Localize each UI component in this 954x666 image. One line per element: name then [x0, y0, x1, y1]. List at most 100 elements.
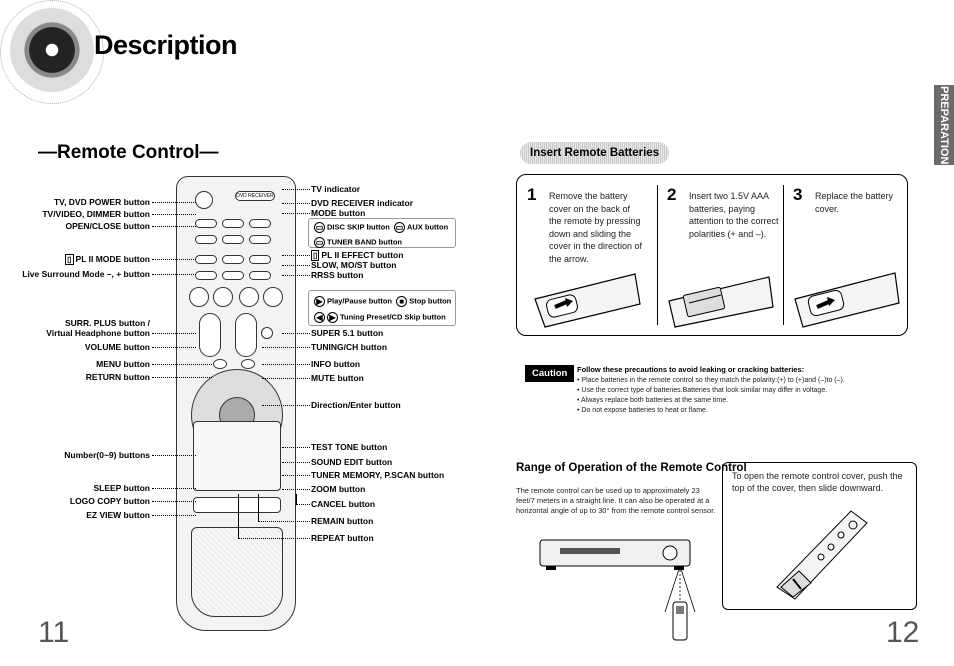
page-number-right: 12 [886, 616, 920, 649]
callout-play-pause: ▶Play/Pause button ■Stop button [314, 296, 451, 307]
callout-tuner-band: ▭TUNER BAND button [314, 237, 402, 248]
battery-insert-illustration [668, 276, 774, 328]
group-box-disc-tuner [308, 218, 456, 248]
battery-cover-remove-illustration [534, 273, 641, 328]
callout-dvd-receiver-indicator: DVD RECEIVER indicator [311, 198, 414, 208]
transport-button-1 [189, 287, 209, 307]
leader-r1 [282, 189, 310, 190]
step-divider-2 [783, 185, 784, 325]
power-button-icon [195, 191, 213, 209]
page-title: Description [94, 30, 238, 60]
leader-l7 [152, 347, 196, 348]
info-box-open-cover: To open the remote control cover, push t… [722, 462, 917, 610]
caution-item: Always replace both batteries at the sam… [577, 396, 845, 406]
remote-row-2c [249, 235, 271, 244]
callout-disc-skip-text: DISC SKIP button [327, 222, 390, 232]
logo-ring [0, 0, 104, 104]
caution-list: Place batteries in the remote control so… [577, 376, 845, 416]
step-divider-1 [657, 185, 658, 325]
callout-tuning-skip-text: Tuning Preset/CD Skip button [340, 312, 446, 322]
skip-forward-icon: ▶ [327, 312, 338, 323]
pl2-icon: ▯ [65, 254, 74, 265]
remote-row-1 [195, 219, 217, 228]
remote-row-3c [249, 255, 271, 264]
section-title: —Remote Control— [38, 142, 219, 163]
callout-cancel: CANCEL button [311, 499, 376, 509]
leader-r9 [262, 364, 310, 365]
callout-zoom: ZOOM button [311, 484, 366, 494]
leader-l5 [152, 274, 196, 275]
group-box-playback [308, 290, 456, 326]
leader-l2 [152, 214, 196, 215]
remote-row-3 [195, 255, 217, 264]
leader-r17 [258, 521, 310, 522]
leader-l3 [152, 226, 196, 227]
callout-super51: SUPER 5.1 button [311, 328, 384, 338]
remote-row-4c [249, 271, 271, 280]
step-3: 3 Replace the battery cover. [783, 175, 909, 335]
step-2-number: 2 [667, 185, 677, 204]
leader-l8 [152, 364, 212, 365]
leader-r14 [282, 475, 310, 476]
step-3-number: 3 [793, 185, 803, 204]
callout-ez-view: EZ VIEW button [86, 510, 150, 520]
info-button [241, 359, 255, 369]
leader-r4 [282, 255, 310, 256]
callout-rrss: RRSS button [311, 270, 364, 280]
range-title: Range of Operation of the Remote Control [516, 462, 747, 474]
callout-slow-most: SLOW, MO/ST button [311, 260, 397, 270]
callout-tuning-skip: ◀▶Tuning Preset/CD Skip button [314, 312, 446, 323]
callout-pl2-effect-text: PL II EFFECT button [321, 250, 404, 260]
leader-l1 [152, 202, 196, 203]
callout-info: INFO button [311, 359, 361, 369]
leader-l9 [152, 377, 212, 378]
battery-cover-replace-illustration [794, 272, 900, 328]
callout-return: RETURN button [85, 372, 150, 382]
remote-row-4 [195, 271, 217, 280]
remote-row-1c [249, 219, 271, 228]
callout-menu: MENU button [96, 359, 150, 369]
banner-insert-batteries: Insert Remote Batteries [520, 142, 670, 164]
callout-live-surround: Live Surround Mode –, + button [22, 269, 150, 279]
leader-cancel-v [296, 494, 297, 504]
callout-tuner-band-text: TUNER BAND button [327, 237, 402, 247]
callout-sound-edit: SOUND EDIT button [311, 457, 393, 467]
leader-r7 [282, 333, 310, 334]
aux-icon: ▭ [393, 222, 405, 233]
leader-l6 [152, 333, 196, 334]
remote-row-4b [222, 271, 244, 280]
callout-pl2-mode-text: PL II MODE button [75, 254, 150, 264]
callout-tv-video-dimmer: TV/VIDEO, DIMMER button [42, 209, 150, 219]
remote-row-2b [222, 235, 244, 244]
range-text: The remote control can be used up to app… [516, 486, 716, 515]
play-pause-icon: ▶ [314, 296, 325, 307]
tuning-rocker [235, 313, 257, 357]
step-1-number: 1 [527, 185, 537, 204]
transport-button-3 [239, 287, 259, 307]
leader-l4 [152, 259, 196, 260]
step-2-text: Insert two 1.5V AAA batteries, paying at… [689, 191, 779, 239]
caution-item: Use the correct type of batteries.Batter… [577, 386, 845, 396]
leader-r12 [282, 447, 310, 448]
stop-icon: ■ [396, 296, 408, 307]
step-2: 2 Insert two 1.5V AAA batteries, paying … [657, 175, 783, 335]
leader-r2 [282, 203, 310, 204]
caution-tag: Caution [525, 365, 575, 382]
menu-button [213, 359, 227, 369]
leader-r10 [262, 378, 310, 379]
step-1-text: Remove the battery cover on the back of … [549, 191, 643, 264]
callout-volume: VOLUME button [84, 342, 150, 352]
callout-aux-text: AUX button [406, 222, 449, 232]
leader-r18 [238, 538, 310, 539]
callout-number-buttons: Number(0~9) buttons [64, 450, 150, 460]
transport-button-4 [263, 287, 283, 307]
remote-cover-illustration [776, 510, 868, 600]
callout-logo-copy: LOGO COPY button [69, 496, 150, 506]
disc-icon [10, 8, 94, 92]
leader-r15 [282, 489, 310, 490]
callout-open-close: OPEN/CLOSE button [65, 221, 150, 231]
leader-r8 [262, 347, 310, 348]
step-1: 1 Remove the battery cover on the back o… [517, 175, 657, 335]
callout-sleep: SLEEP button [93, 483, 150, 493]
leader-remain-v [258, 494, 259, 521]
